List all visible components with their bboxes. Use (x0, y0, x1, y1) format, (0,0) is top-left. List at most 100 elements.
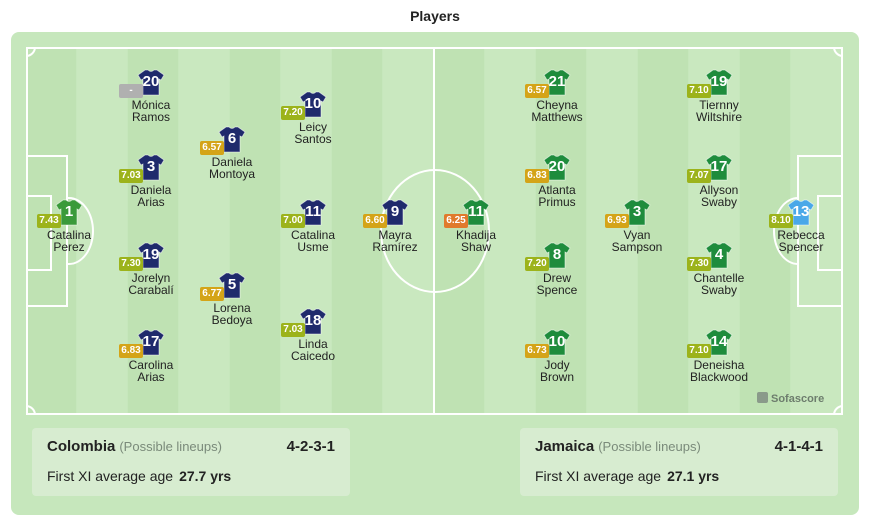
player-number: 5 (227, 276, 237, 293)
player-number: 17 (142, 333, 160, 350)
home-age-value: 27.7 yrs (179, 468, 232, 484)
player-shirt-icon: 9 (381, 198, 409, 226)
player-number: 18 (304, 312, 322, 329)
player-number: 21 (548, 73, 566, 90)
player-shirt-icon: 10 (543, 328, 571, 356)
player-rating-badge: 6.73 (525, 344, 549, 358)
player-rating-badge: 7.07 (687, 169, 711, 183)
player-name: Daniela Arias (130, 183, 172, 209)
player-shirt-icon: 11 (462, 198, 490, 226)
player-name: Deneisha Blackwood (689, 358, 749, 384)
home-formation: 4-2-3-1 (286, 438, 335, 455)
player-number: 13 (792, 203, 810, 220)
player-rating-badge: 7.30 (119, 257, 143, 271)
away-age-value: 27.1 yrs (667, 468, 720, 484)
pitch-stripe (332, 47, 382, 415)
player-name: Leicy Santos (294, 120, 332, 146)
home-lineup-note: (Possible lineups) (119, 439, 222, 454)
home-age-label: First XI average age (47, 468, 174, 484)
player-name: Jody Brown (539, 358, 574, 384)
player-rating-badge: 7.30 (687, 257, 711, 271)
player-name: Chantelle Swaby (693, 271, 745, 297)
player-number: 4 (714, 246, 724, 263)
home-team-summary: Colombia(Possible lineups) 4-2-3-1 First… (32, 428, 350, 496)
player-rating-badge: 7.03 (281, 323, 305, 337)
player-number: 11 (468, 203, 484, 220)
player-shirt-icon: 10 (299, 90, 327, 118)
pitch-stripe (179, 47, 229, 415)
player-number: 20 (548, 158, 566, 175)
player-rating-badge: 7.10 (687, 84, 711, 98)
player-shirt-icon: 18 (299, 307, 327, 335)
player-shirt-icon: 3 (623, 198, 651, 226)
goal-area-left (50, 195, 52, 271)
player-name: Catalina Perez (46, 228, 92, 254)
player-shirt-icon: 11 (299, 198, 327, 226)
brand-label: Sofascore (771, 393, 825, 405)
player-shirt-icon: 14 (705, 328, 733, 356)
player-rating-badge: 6.77 (200, 287, 224, 301)
pitch-stripe (230, 47, 280, 415)
away-age-label: First XI average age (535, 468, 662, 484)
player-name: Jorelyn Carabalí (128, 271, 174, 297)
pitch-stripe (638, 47, 688, 415)
goal-area-right (817, 269, 843, 271)
player-rating-badge: 6.83 (525, 169, 549, 183)
player-rating-badge: 6.57 (525, 84, 549, 98)
player-number: 14 (710, 333, 728, 350)
pitch-stripe (587, 47, 637, 415)
player-number: 6 (227, 130, 237, 147)
penalty-area-right (797, 305, 843, 307)
player-name: Catalina Usme (290, 228, 336, 254)
away-team-summary: Jamaica(Possible lineups) 4-1-4-1 First … (520, 428, 838, 496)
player-shirt-icon: 5 (218, 271, 246, 299)
player-rating-badge: 7.00 (281, 214, 305, 228)
player-name: Lorena Bedoya (211, 301, 253, 327)
goal-line-right (841, 47, 843, 415)
player-name: Tiernny Wiltshire (695, 98, 742, 124)
player-shirt-icon: 4 (705, 241, 733, 269)
corner-arc (833, 47, 843, 57)
penalty-area-right (797, 155, 799, 307)
home-player[interactable]: 20-Mónica Ramos (96, 68, 206, 123)
away-lineup-note: (Possible lineups) (598, 439, 701, 454)
player-shirt-icon: 19 (705, 68, 733, 96)
player-rating-badge: 6.83 (119, 344, 143, 358)
player-number: 19 (710, 73, 728, 90)
corner-arc (26, 405, 36, 415)
player-rating-badge: 7.10 (687, 344, 711, 358)
goal-area-right (817, 195, 819, 271)
home-average-age: First XI average age 27.7 yrs (47, 468, 231, 484)
player-number: 10 (304, 95, 322, 112)
player-shirt-icon: 17 (137, 328, 165, 356)
player-name: Rebecca Spencer (777, 228, 825, 254)
goal-line-left (26, 47, 28, 415)
away-average-age: First XI average age 27.1 yrs (535, 468, 719, 484)
goal-area-left (26, 269, 52, 271)
player-rating-badge: - (119, 84, 143, 98)
player-rating-badge: 6.93 (605, 214, 629, 228)
player-number: 17 (710, 158, 728, 175)
player-name: Atlanta Primus (538, 183, 576, 209)
